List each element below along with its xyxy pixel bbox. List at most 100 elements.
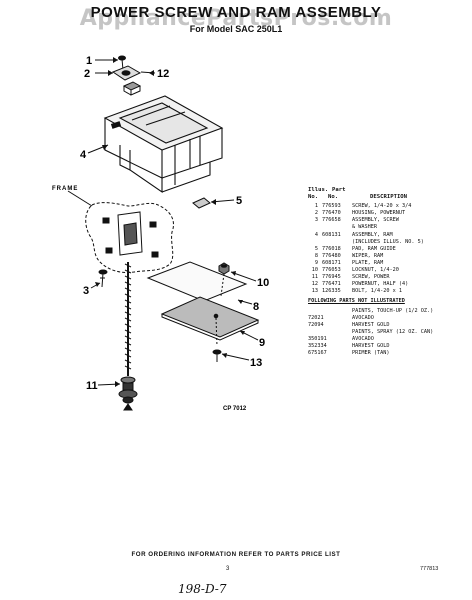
part-illus-no: 2 bbox=[314, 210, 318, 217]
part-frame-bracket bbox=[102, 211, 159, 258]
parts-row: 11 776945 SCREW, POWER bbox=[308, 274, 468, 281]
callout-2: 2 bbox=[84, 68, 90, 80]
part-description: LOCKNUT, 1/4-20 bbox=[352, 267, 399, 274]
part-number: 776018 bbox=[322, 245, 341, 252]
parts-header-line1: Illus. Part bbox=[308, 187, 346, 193]
callout-3: 3 bbox=[83, 285, 89, 297]
part-number: 608131 bbox=[322, 231, 341, 238]
part-number bbox=[308, 329, 352, 336]
frame-label: FRAME bbox=[52, 186, 78, 192]
diagram-code: CP 7012 bbox=[223, 406, 247, 412]
part-illus-no: 5 bbox=[314, 245, 318, 252]
not-illustrated-row: 72094 HARVEST GOLD bbox=[308, 322, 468, 329]
part-number: 350191 bbox=[308, 335, 327, 342]
part-illus-no: 3 bbox=[314, 217, 318, 224]
part-number bbox=[322, 239, 352, 246]
part-description: PAINTS, TOUCH-UP (1/2 OZ.) bbox=[352, 307, 434, 314]
part-illus-no: 10 bbox=[311, 267, 318, 274]
part-number: 776470 bbox=[322, 210, 341, 217]
part-description: PLATE, RAM bbox=[352, 259, 384, 266]
part-number: 72021 bbox=[308, 314, 324, 321]
handwritten-note: 198-D-7 bbox=[178, 582, 227, 596]
part-number: 776593 bbox=[322, 203, 341, 210]
parts-row: (INCLUDES ILLUS. NO. 5) bbox=[308, 239, 468, 246]
page-subtitle: For Model SAC 250L1 bbox=[189, 24, 283, 34]
parts-row: 4 608131 ASSEMBLY, RAM bbox=[308, 232, 468, 239]
not-illustrated-row: 72021 AVOCADO bbox=[308, 315, 468, 322]
part-number bbox=[308, 308, 352, 315]
parts-row: & WASHER bbox=[308, 224, 468, 231]
page-number: 3 bbox=[226, 566, 230, 572]
part-description: PRIMER (TAN) bbox=[352, 350, 390, 357]
callout-9: 9 bbox=[259, 337, 265, 349]
part-description: HARVEST GOLD bbox=[352, 342, 390, 349]
part-number: 352334 bbox=[308, 342, 327, 349]
part-13-bolt bbox=[212, 317, 222, 362]
part-illus-no bbox=[308, 224, 322, 231]
part-description: HARVEST GOLD bbox=[352, 321, 390, 328]
part-10-locknut bbox=[218, 262, 230, 275]
part-number: 608171 bbox=[322, 259, 341, 266]
ordering-note: FOR ORDERING INFORMATION REFER TO PARTS … bbox=[131, 551, 341, 558]
callout-5: 5 bbox=[236, 195, 242, 207]
part-description: PAD, RAM GUIDE bbox=[352, 245, 396, 252]
frame-outline bbox=[85, 202, 174, 273]
parts-header-line2: No. No. DESCRIPTION bbox=[308, 194, 408, 201]
parts-row: 10 776053 LOCKNUT, 1/4-20 bbox=[308, 267, 468, 274]
part-4-ram-assembly bbox=[103, 95, 224, 194]
callout-12: 12 bbox=[157, 68, 169, 80]
part-description: ASSEMBLY, SCREW bbox=[352, 217, 399, 224]
part-5-pad bbox=[192, 197, 211, 209]
parts-row: 9 608171 PLATE, RAM bbox=[308, 260, 468, 267]
callout-1: 1 bbox=[86, 55, 92, 67]
not-illustrated-heading: FOLLOWING PARTS NOT ILLUSTRATED bbox=[308, 298, 405, 305]
part-number: 126335 bbox=[322, 288, 341, 295]
part-description: (INCLUDES ILLUS. NO. 5) bbox=[352, 238, 424, 245]
part-description: AVOCADO bbox=[352, 314, 374, 321]
parts-row: 5 776018 PAD, RAM GUIDE bbox=[308, 246, 468, 253]
part-number: 776945 bbox=[322, 274, 341, 281]
not-illustrated-row: PAINTS, SPRAY (12 OZ. CAN) bbox=[308, 329, 468, 336]
part-illus-no bbox=[308, 239, 322, 246]
part-description: WIPER, RAM bbox=[352, 252, 384, 259]
part-description: ASSEMBLY, RAM bbox=[352, 231, 393, 238]
part-illus-no: 13 bbox=[311, 288, 318, 295]
watermark: AppliancePartsPros.com bbox=[79, 6, 393, 31]
callout-8: 8 bbox=[253, 301, 259, 313]
not-illustrated-row: 675167 PRIMER (TAN) bbox=[308, 350, 468, 357]
part-description: BOLT, 1/4-20 x 1 bbox=[352, 288, 402, 295]
part-3-screw-washer bbox=[98, 269, 108, 288]
callout-10: 10 bbox=[257, 277, 269, 289]
part-number: 776053 bbox=[322, 267, 341, 274]
part-2-housing bbox=[111, 65, 142, 81]
part-number: 776658 bbox=[322, 217, 341, 224]
part-illus-no: 8 bbox=[314, 252, 318, 259]
page-title: POWER SCREW AND RAM ASSEMBLY bbox=[90, 4, 382, 21]
part-number bbox=[322, 224, 352, 231]
part-illus-no: 9 bbox=[314, 259, 318, 266]
callout-11: 11 bbox=[86, 380, 98, 392]
part-description: & WASHER bbox=[352, 224, 377, 231]
part-9-plate bbox=[160, 296, 260, 341]
part-description: SCREW, POWER bbox=[352, 274, 390, 281]
part-illus-no: 4 bbox=[314, 231, 318, 238]
part-number: 72094 bbox=[308, 321, 324, 328]
not-illustrated-row: 352334 HARVEST GOLD bbox=[308, 343, 468, 350]
part-number: 776480 bbox=[322, 252, 341, 259]
callout-4: 4 bbox=[80, 149, 87, 161]
part-illus-no: 12 bbox=[311, 281, 318, 288]
part-number: 776471 bbox=[322, 281, 341, 288]
part-number: 675167 bbox=[308, 350, 327, 357]
parts-row: 8 776480 WIPER, RAM bbox=[308, 253, 468, 260]
parts-row: 3 776658 ASSEMBLY, SCREW bbox=[308, 217, 468, 224]
parts-row: 13 126335 BOLT, 1/4-20 x 1 bbox=[308, 288, 468, 295]
part-illus-no: 11 bbox=[311, 274, 318, 281]
not-illustrated-row: PAINTS, TOUCH-UP (1/2 OZ.) bbox=[308, 308, 468, 315]
part-description: SCREW, 1/4-20 x 3/4 bbox=[352, 203, 412, 210]
